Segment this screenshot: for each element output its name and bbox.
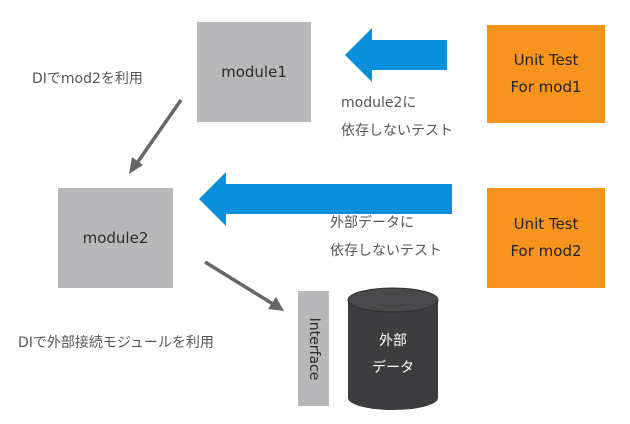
module2-to-interface-arrowhead [268,297,284,311]
test1-note-line1: module2に [341,95,417,111]
test2-note-line2: 依存しないテスト [330,243,442,259]
module1-to-module2-arrowhead [129,157,143,174]
module2-box: module2 [58,188,173,288]
unit-test-mod2-line2: For mod2 [510,242,582,260]
module1-box: module1 [197,22,311,122]
test2-note-line1: 外部データに [330,215,414,231]
test2-note: 外部データに 依存しないテスト [330,209,442,265]
di-mod2-label: DIでmod2を利用 [32,71,143,87]
external-data-cylinder [347,287,439,410]
test2-to-module2-arrow [199,172,452,226]
unit-test-mod1-line2: For mod1 [510,78,582,96]
unit-test-mod1-line1: Unit Test [513,51,579,69]
test1-note-line2: 依存しないテスト [341,123,453,139]
unit-test-mod2-box: Unit Test For mod2 [487,188,605,288]
external-data-line1: 外部 [379,333,407,349]
interface-label: Interface [305,317,322,380]
di-external-label: DIで外部接続モジュールを利用 [18,335,214,351]
unit-test-mod2-line1: Unit Test [513,215,579,233]
test1-to-module1-arrow [345,28,447,82]
module1-label: module1 [221,63,287,81]
module2-to-interface-arrow-line [204,260,274,306]
module2-label: module2 [82,229,149,247]
interface-box: Interface [298,291,329,406]
unit-test-mod1-box: Unit Test For mod1 [487,25,605,123]
external-data-label: 外部 データ [348,328,438,382]
module1-to-module2-arrow-line [135,98,183,165]
external-data-line2: データ [372,360,414,376]
test1-note: module2に 依存しないテスト [341,89,453,145]
